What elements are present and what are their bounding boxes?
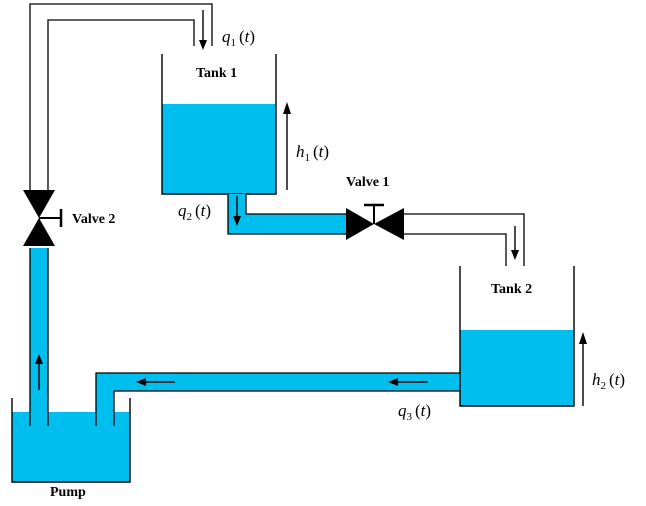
top-feed-pipe bbox=[29, 3, 213, 190]
level-indicator-h1 bbox=[283, 102, 291, 190]
pump-label: Pump bbox=[50, 485, 86, 500]
rising-pipe bbox=[29, 248, 49, 426]
tank-1-label: Tank 1 bbox=[196, 66, 237, 81]
h2-label: h2(t) bbox=[592, 370, 625, 392]
q3-label: q3(t) bbox=[398, 401, 431, 423]
pump-reservoir bbox=[11, 398, 131, 483]
q2-label: q2(t) bbox=[178, 201, 211, 223]
q1-label: q1(t) bbox=[222, 27, 255, 49]
outlet-pipe-tank1 bbox=[227, 194, 348, 235]
valve-2-label: Valve 2 bbox=[72, 212, 115, 227]
tank-2-label: Tank 2 bbox=[491, 282, 532, 297]
valve-2 bbox=[23, 190, 63, 246]
valve-1-label: Valve 1 bbox=[346, 175, 389, 190]
flow-arrows bbox=[35, 10, 519, 390]
return-pipe bbox=[95, 372, 462, 426]
tank-2 bbox=[459, 266, 575, 407]
h1-label: h1(t) bbox=[296, 142, 329, 164]
inlet-pipe-tank2 bbox=[404, 213, 525, 266]
tank-1 bbox=[161, 54, 277, 195]
valve-1 bbox=[346, 203, 404, 240]
level-indicator-h2 bbox=[579, 332, 587, 406]
